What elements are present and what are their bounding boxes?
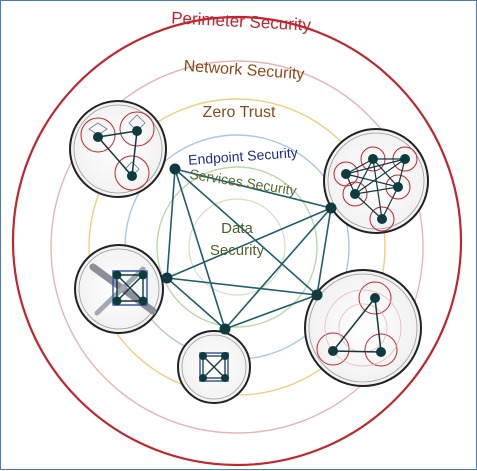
- link: [316, 207, 332, 296]
- data-ring: [188, 198, 286, 296]
- endpoint-security-label: Endpoint Security: [188, 144, 299, 168]
- hub-node: [219, 323, 231, 335]
- central-nodes: [161, 163, 337, 335]
- cluster-bottom-right: [304, 269, 422, 387]
- link: [166, 168, 176, 279]
- perimeter-ring: [11, 15, 463, 467]
- services-ring: [156, 166, 318, 328]
- link: [166, 207, 332, 279]
- services-security-label: Services Security: [188, 166, 297, 199]
- cluster-bottom-middle: [177, 330, 251, 404]
- zero-trust-label: Zero Trust: [203, 104, 276, 121]
- link: [174, 168, 318, 296]
- central-links: [166, 168, 332, 330]
- network-ring: [50, 60, 424, 434]
- link: [174, 168, 332, 209]
- link: [166, 277, 226, 330]
- link: [174, 168, 226, 330]
- link: [224, 294, 318, 330]
- data-security-label-line2: Security: [210, 242, 265, 259]
- hub-node: [161, 272, 173, 284]
- security-rings: [11, 15, 463, 467]
- hub-node: [311, 289, 323, 301]
- cluster-top-right: [323, 128, 429, 234]
- cluster-left-middle: [74, 244, 164, 334]
- network-security-label: Network Security: [183, 58, 305, 83]
- link: [224, 207, 332, 330]
- hub-node: [325, 202, 337, 214]
- cluster-top-left: [69, 100, 167, 198]
- data-security-label-line1: Data: [221, 220, 253, 237]
- link: [166, 277, 318, 296]
- perimeter-security-label: Perimeter Security: [171, 8, 312, 34]
- hub-node: [169, 163, 181, 175]
